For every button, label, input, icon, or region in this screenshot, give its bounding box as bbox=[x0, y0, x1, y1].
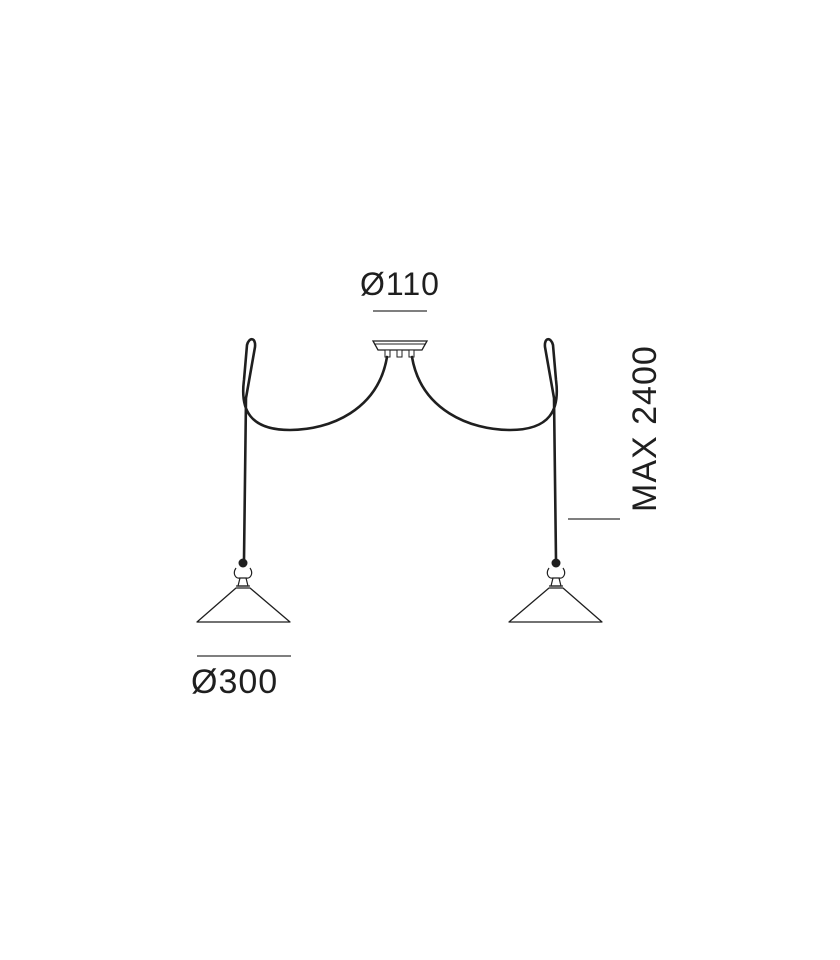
canopy-diameter-label: Ø110 bbox=[360, 266, 440, 302]
left-swag-cable bbox=[241, 337, 389, 562]
right-swag-cable bbox=[410, 337, 559, 562]
left-cone-shade bbox=[196, 558, 291, 623]
right-cone-shade bbox=[508, 558, 603, 623]
max-height-label: MAX 2400 bbox=[626, 345, 664, 512]
shade-diameter-label: Ø300 bbox=[191, 663, 279, 701]
ceiling-canopy bbox=[371, 340, 429, 358]
